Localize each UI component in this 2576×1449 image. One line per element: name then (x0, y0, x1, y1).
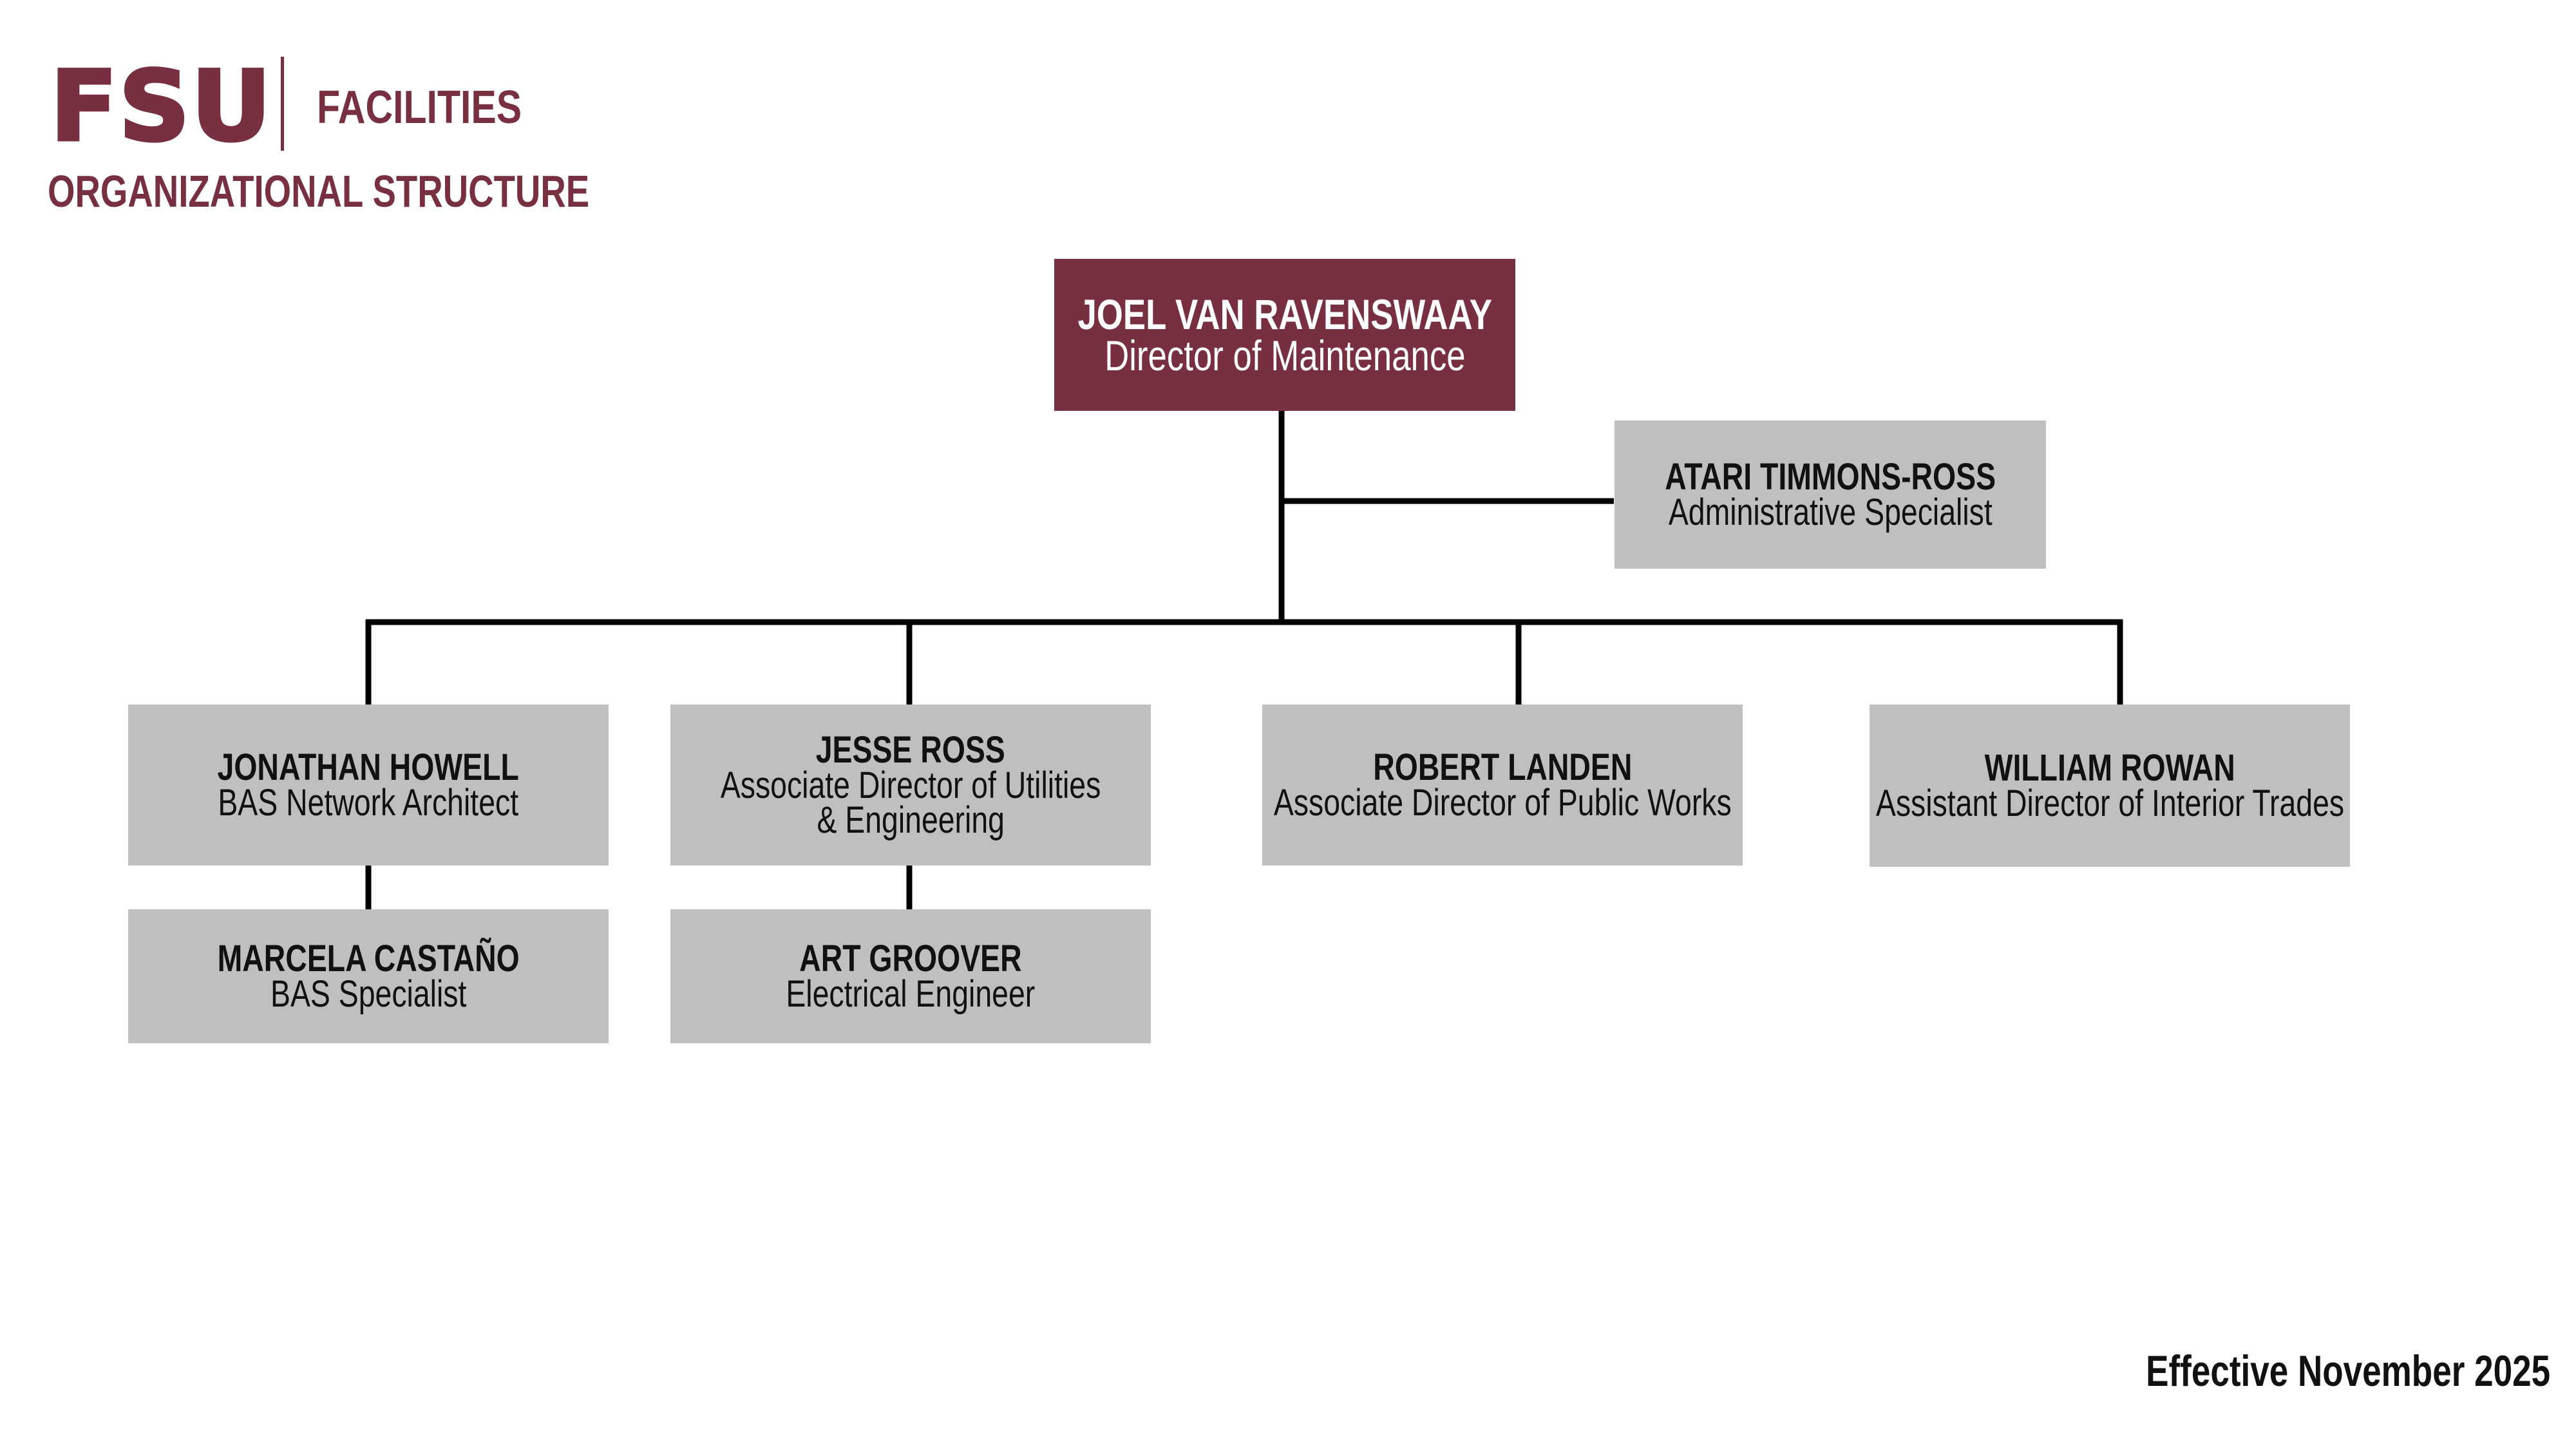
node-role-line2: & Engineering (817, 799, 1005, 841)
node-name: WILLIAM ROWAN (1984, 747, 2235, 789)
node-name: ART GROOVER (799, 938, 1022, 980)
fsu-facilities-logo: FSU FACILITIES (48, 51, 694, 163)
node-name: MARCELA CASTAÑO (217, 938, 520, 980)
unit-name: FACILITIES (317, 82, 522, 133)
node-role: Administrative Specialist (1668, 491, 1993, 533)
node-role: Assistant Director of Interior Trades (1875, 782, 2344, 824)
fsu-wordmark: FSU (48, 51, 273, 163)
node-name: ATARI TIMMONS-ROSS (1665, 456, 1996, 498)
node-castano: MARCELA CASTAÑO BAS Specialist (128, 909, 609, 1043)
node-rowan: WILLIAM ROWAN Assistant Director of Inte… (1870, 705, 2350, 867)
page-title: ORGANIZATIONAL STRUCTURE (48, 166, 590, 216)
node-howell: JONATHAN HOWELL BAS Network Architect (128, 705, 609, 866)
node-landen: ROBERT LANDEN Associate Director of Publ… (1262, 705, 1743, 866)
node-director: JOEL VAN RAVENSWAAY Director of Maintena… (1054, 259, 1515, 411)
node-role: Director of Maintenance (1104, 332, 1466, 379)
node-name: JESSE ROSS (815, 729, 1005, 771)
node-role: Associate Director of Public Works (1273, 782, 1732, 824)
node-name: ROBERT LANDEN (1372, 746, 1633, 788)
node-role: BAS Specialist (270, 973, 467, 1015)
node-name: JOEL VAN RAVENSWAAY (1077, 290, 1492, 338)
node-role-line1: Associate Director of Utilities (720, 764, 1101, 806)
node-role: Electrical Engineer (786, 973, 1036, 1015)
effective-date: Effective November 2025 (2146, 1347, 2550, 1396)
node-role: BAS Network Architect (218, 782, 519, 824)
node-assistant: ATARI TIMMONS-ROSS Administrative Specia… (1615, 421, 2046, 569)
node-name: JONATHAN HOWELL (217, 746, 520, 788)
logo-divider (281, 57, 284, 151)
node-ross: JESSE ROSS Associate Director of Utiliti… (670, 705, 1151, 866)
node-groover: ART GROOVER Electrical Engineer (670, 909, 1151, 1043)
